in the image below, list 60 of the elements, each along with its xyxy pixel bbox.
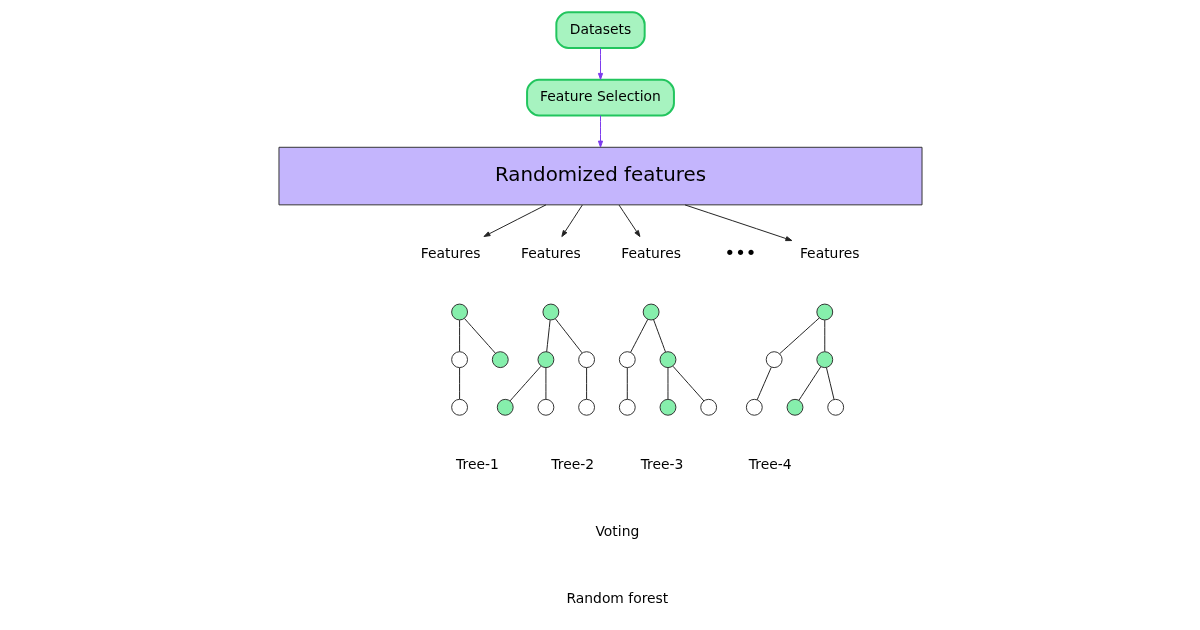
label: Random forest <box>565 590 668 607</box>
node-circle <box>537 351 554 369</box>
node-circle <box>745 398 763 416</box>
label: Tree-4 <box>748 455 792 472</box>
node-circle <box>450 351 468 369</box>
node-circle <box>618 351 636 369</box>
node-text: Features <box>520 245 581 262</box>
connector <box>778 317 820 355</box>
arrow <box>483 204 546 237</box>
node-circle <box>450 398 468 416</box>
arrow <box>597 47 603 80</box>
connector <box>545 319 551 353</box>
arrow <box>684 204 792 242</box>
connector <box>463 318 496 354</box>
connector <box>671 365 704 402</box>
label: Tree-1 <box>455 455 499 472</box>
node-box: Randomized features <box>277 146 923 206</box>
node-circle <box>577 398 595 416</box>
label: Tree-2 <box>550 455 594 472</box>
connector <box>756 366 772 401</box>
node-circle <box>496 398 514 416</box>
connector <box>458 319 460 352</box>
node-box: Datasets <box>554 11 646 50</box>
node-circle <box>642 303 660 321</box>
connector <box>825 367 835 400</box>
node-circle <box>815 351 833 369</box>
node-circle <box>699 398 717 416</box>
node-text: Features <box>620 245 681 262</box>
arrow <box>560 204 583 238</box>
node-circle <box>537 398 554 416</box>
label: ••• <box>724 241 756 263</box>
label: Voting <box>594 523 639 539</box>
node-circle <box>577 351 595 369</box>
node-text: Features <box>799 245 860 262</box>
node-circle <box>815 303 833 321</box>
connector <box>458 367 460 400</box>
connector <box>629 318 648 353</box>
node-circle <box>541 303 559 321</box>
connector <box>585 367 587 400</box>
arrow <box>618 204 640 238</box>
node-circle <box>826 398 844 416</box>
connector <box>667 367 668 400</box>
node-box: Feature Selection <box>525 78 675 117</box>
node-circle <box>659 398 676 416</box>
connector <box>823 319 825 352</box>
node-circle <box>659 351 676 369</box>
node-circle <box>765 351 783 369</box>
node-text: Features <box>420 245 480 262</box>
connector <box>544 367 546 400</box>
arrow <box>597 115 603 148</box>
node-circle <box>786 398 803 416</box>
connector <box>509 365 541 402</box>
connector <box>554 318 583 354</box>
connector <box>626 367 628 400</box>
node-circle <box>450 303 468 321</box>
connector <box>798 366 821 401</box>
node-circle <box>618 398 636 416</box>
connector <box>652 319 666 353</box>
label: Tree-3 <box>640 455 683 472</box>
node-circle <box>491 351 509 369</box>
